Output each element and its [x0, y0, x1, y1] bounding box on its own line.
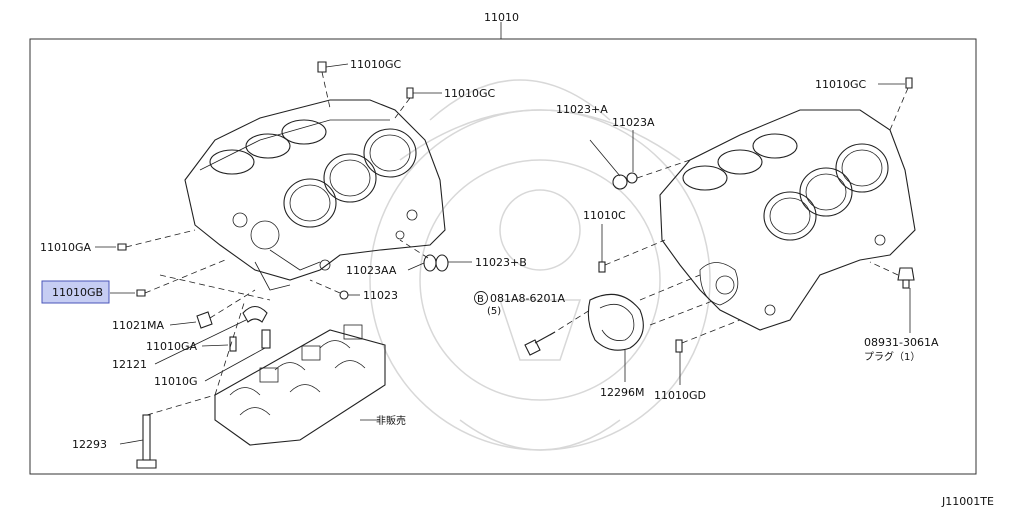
- label-11010gc-left-1[interactable]: 11010GC: [350, 58, 402, 71]
- label-11023-plus-b[interactable]: 11023+B: [475, 256, 527, 269]
- label-11010gc-left-2[interactable]: 11010GC: [444, 87, 496, 100]
- label-08931-3061a[interactable]: 08931-3061A: [864, 336, 939, 349]
- cylinder-block-left: [184, 99, 446, 291]
- diagram-frame: [29, 38, 977, 475]
- label-11010gb[interactable]: 11010GB: [52, 286, 103, 299]
- label-bolt-qty: (5): [487, 306, 501, 317]
- label-bolt-b: B: [477, 294, 484, 305]
- small-parts: [117, 61, 915, 469]
- label-11010c[interactable]: 11010C: [583, 209, 626, 222]
- label-11010[interactable]: 11010: [484, 11, 519, 24]
- label-not-sold: 非販売: [376, 414, 406, 427]
- label-11010g[interactable]: 11010G: [154, 375, 198, 388]
- label-11010ga-left[interactable]: 11010GA: [40, 241, 92, 254]
- label-11010ga-bottom[interactable]: 11010GA: [146, 340, 198, 353]
- label-11023-plus-a[interactable]: 11023+A: [556, 103, 608, 116]
- label-11010gd[interactable]: 11010GD: [654, 389, 706, 402]
- label-12293[interactable]: 12293: [72, 438, 107, 451]
- leader-lines: [95, 63, 911, 445]
- label-plug: プラグ（1）: [864, 350, 920, 363]
- figure-code: J11001TE: [941, 495, 994, 508]
- label-12296m[interactable]: 12296M: [600, 386, 644, 399]
- label-081a8-6201a[interactable]: 081A8-6201A: [490, 292, 565, 305]
- label-11023a[interactable]: 11023A: [612, 116, 655, 129]
- label-11023aa[interactable]: 11023AA: [346, 264, 397, 277]
- highlight-11010gb: [41, 280, 110, 304]
- label-11021ma[interactable]: 11021MA: [112, 319, 164, 332]
- circle-b-icon: [474, 291, 488, 305]
- watermark-logo: [369, 79, 711, 451]
- main-bearing-caps: [214, 324, 386, 446]
- cylinder-block-right: [659, 109, 916, 331]
- label-11010gc-right[interactable]: 11010GC: [815, 78, 867, 91]
- label-11023[interactable]: 11023: [363, 289, 398, 302]
- part-labels[interactable]: 11010 11010GC 11010GC 11010GC 11010GA 11…: [40, 11, 939, 451]
- label-12121[interactable]: 12121: [112, 358, 147, 371]
